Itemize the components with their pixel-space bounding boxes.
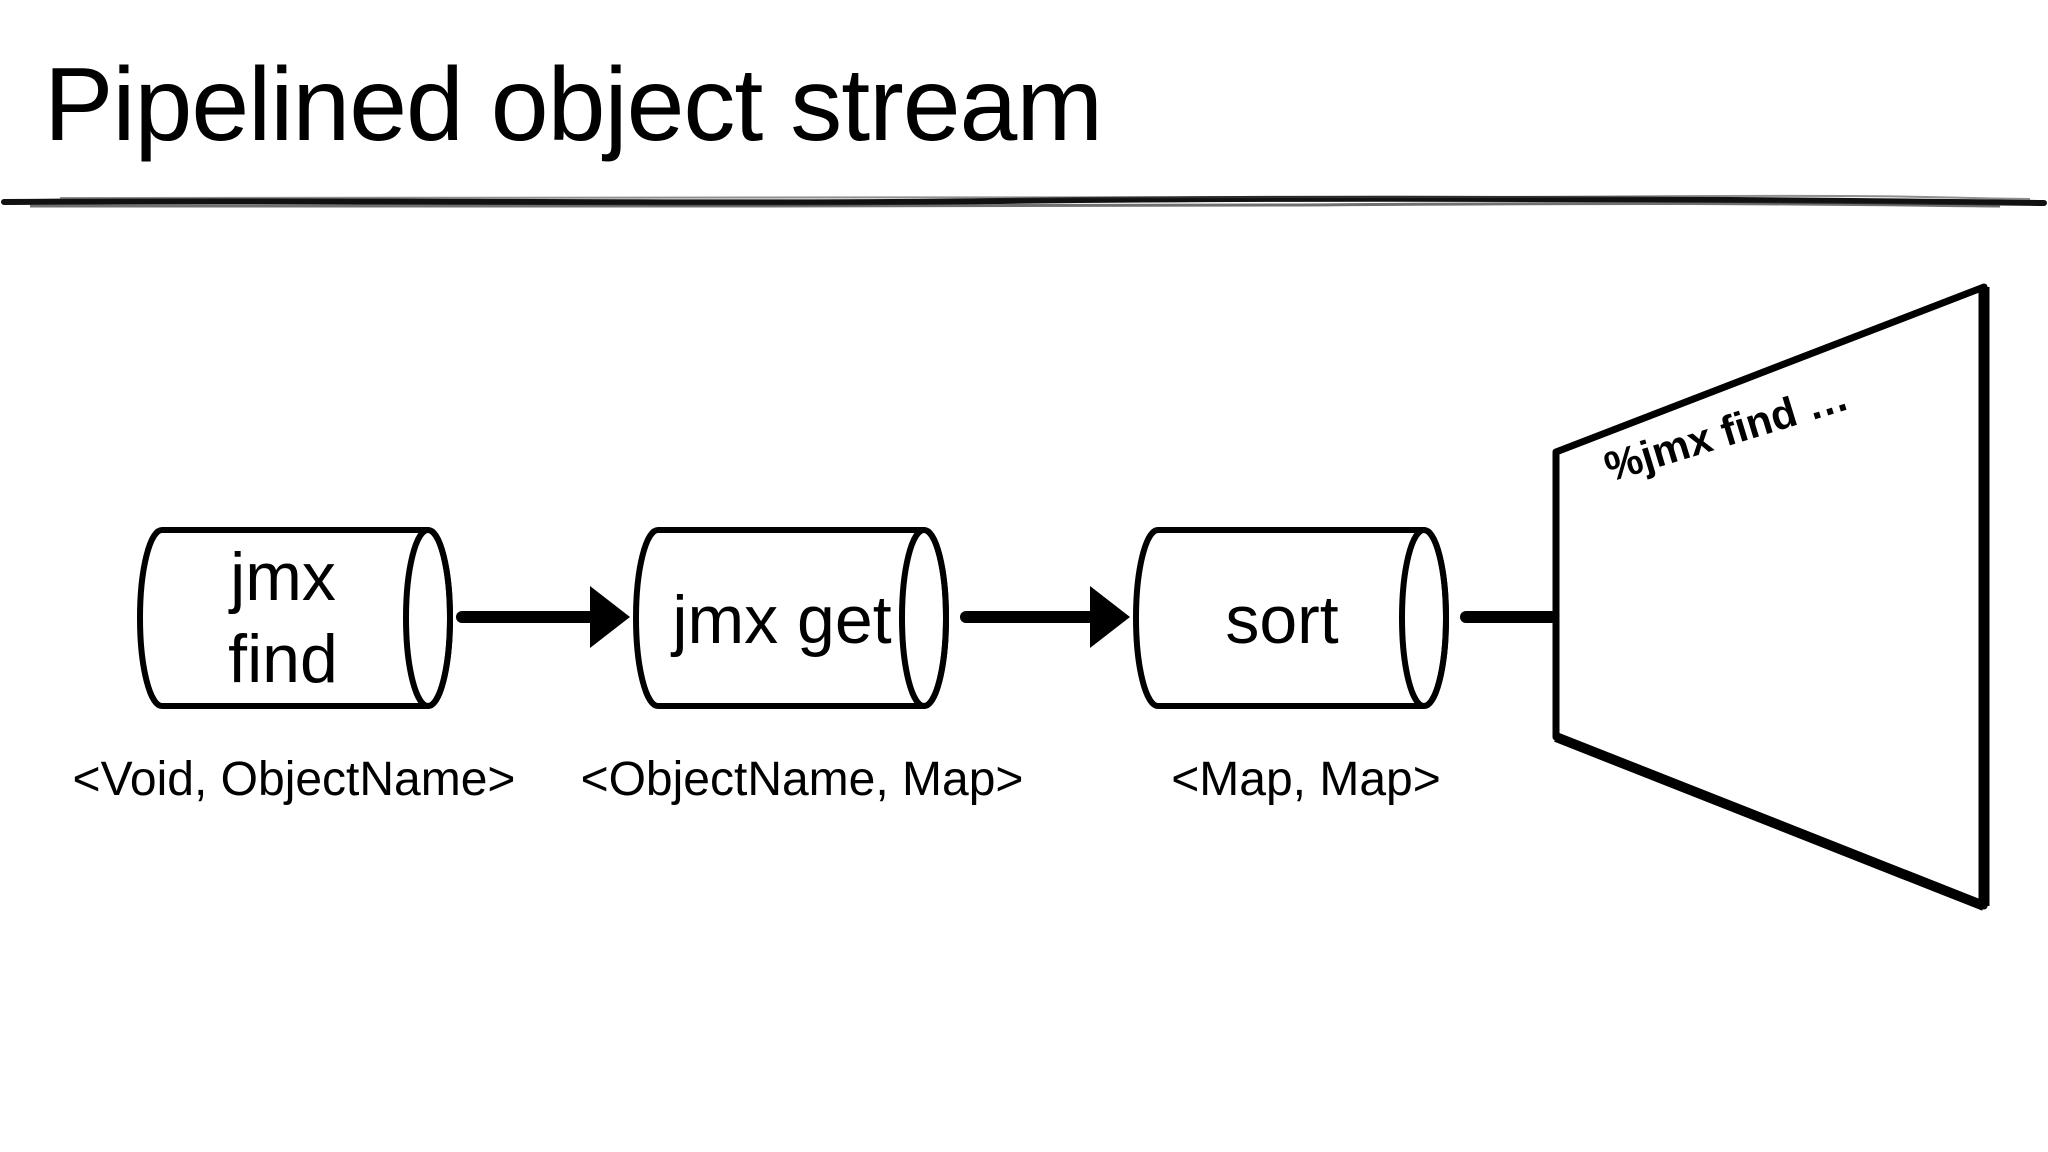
terminal-screen: %jmx find … bbox=[1552, 283, 1990, 911]
stage-label-line: jmx get bbox=[670, 582, 891, 658]
pipeline-stage-jmx-find: jmx find bbox=[137, 527, 453, 709]
flow-arrow bbox=[960, 586, 1130, 648]
stage-type-label: <Void, ObjectName> bbox=[73, 753, 516, 806]
stage-type-label: <ObjectName, Map> bbox=[581, 753, 1024, 806]
flow-arrow bbox=[456, 586, 630, 648]
stage-label-line: jmx bbox=[228, 539, 336, 615]
stage-label-line: sort bbox=[1225, 582, 1338, 658]
pipeline-stage-jmx-get: jmx get bbox=[633, 527, 949, 709]
stage-type-label: <Map, Map> bbox=[1171, 753, 1440, 806]
stage-label-line: find bbox=[228, 621, 338, 697]
title-divider bbox=[1, 194, 2047, 208]
pipeline-stage-sort: sort bbox=[1133, 527, 1449, 709]
slide-title: Pipelined object stream bbox=[44, 47, 1103, 163]
